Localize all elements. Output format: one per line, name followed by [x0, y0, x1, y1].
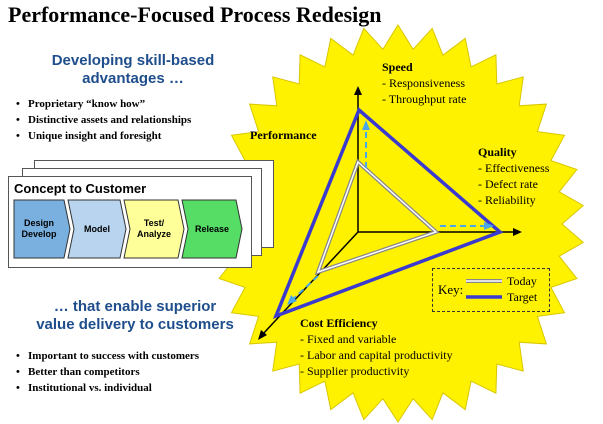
speed-item: - Responsiveness: [382, 76, 465, 90]
improve-arrow-cost: [291, 275, 319, 301]
cost-item: - Fixed and variable: [300, 332, 397, 346]
skill-bullet-list: Proprietary “know how” Distinctive asset…: [14, 96, 254, 144]
stage-design-label: Design Develop: [14, 218, 64, 240]
cost-item: - Supplier productivity: [300, 364, 410, 378]
axis-cost-arrow: [258, 330, 267, 340]
stage-test-label: Test/ Analyze: [128, 218, 180, 240]
performance-label: Performance: [250, 128, 317, 142]
value-bullet-list: Important to success with customers Bett…: [14, 348, 254, 396]
axis-quality-arrow: [513, 228, 522, 236]
speed-item: - Throughput rate: [382, 92, 467, 106]
skill-bullet: Unique insight and foresight: [14, 128, 254, 144]
today-triangle-inner: [316, 160, 438, 274]
speed-title: Speed: [382, 60, 413, 74]
stage-release-line1: Release: [194, 224, 230, 234]
stage-test-chevron: [123, 199, 185, 259]
legend-today-label: Today: [507, 274, 537, 288]
value-bullet: Institutional vs. individual: [14, 380, 254, 396]
skill-heading: Developing skill-based advantages …: [14, 52, 252, 88]
stage-design-line1: Design: [23, 218, 54, 228]
stage-test-line2: Analyze: [136, 229, 171, 239]
stage-design-chevron: [13, 199, 71, 259]
stage-model-label: Model: [72, 224, 122, 235]
cost-title: Cost Efficiency: [300, 316, 378, 330]
page-title: Performance-Focused Process Redesign: [8, 2, 382, 27]
quality-item: - Reliability: [478, 193, 536, 207]
stage-model-line1: Model: [84, 224, 110, 234]
value-bullet: Important to success with customers: [14, 348, 254, 364]
value-heading-line2: value delivery to customers: [36, 316, 234, 333]
skill-heading-line1: Developing skill-based: [51, 52, 215, 69]
stage-release-label: Release: [186, 224, 238, 235]
improve-arrow-speed-head: [362, 120, 370, 130]
improve-arrow-cost-head: [287, 295, 297, 305]
skill-bullet: Distinctive assets and relationships: [14, 112, 254, 128]
cost-item: - Labor and capital productivity: [300, 348, 453, 362]
axis-speed-arrow: [354, 86, 362, 95]
target-triangle: [272, 107, 504, 320]
value-heading: … that enable superior value delivery to…: [10, 298, 260, 334]
skill-bullet: Proprietary “know how”: [14, 96, 254, 112]
quality-item: - Defect rate: [478, 177, 538, 191]
cost-label-group: Cost Efficiency - Fixed and variable - L…: [300, 316, 453, 379]
value-heading-line1: … that enable superior: [53, 298, 217, 315]
speed-label-group: Speed - Responsiveness - Throughput rate: [382, 60, 466, 107]
value-bullet: Better than competitors: [14, 364, 254, 380]
quality-label-group: Quality - Effectiveness - Defect rate - …: [478, 145, 549, 208]
skill-heading-line2: advantages …: [82, 70, 184, 87]
stage-test-line1: Test/: [143, 218, 165, 228]
legend-target-label: Target: [507, 290, 538, 304]
quality-item: - Effectiveness: [478, 161, 550, 175]
process-title: Concept to Customer: [14, 181, 147, 196]
stage-release-chevron: [181, 199, 243, 259]
legend-box: [432, 268, 550, 312]
stage-model-chevron: [67, 199, 127, 259]
legend-key-label: Key:: [438, 282, 464, 297]
stage-design-line2: Develop: [21, 229, 57, 239]
improve-arrow-quality-head: [484, 222, 494, 230]
quality-title: Quality: [478, 145, 517, 159]
